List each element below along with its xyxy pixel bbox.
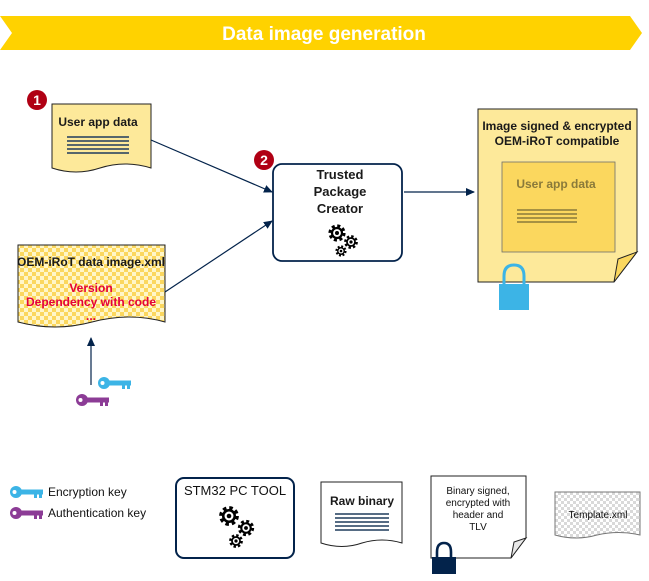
user-data-to-tpc-arrow (150, 139, 273, 193)
step-badge-2: 2 (254, 150, 274, 170)
legend-pc-tool: STM32 PC TOOL (175, 477, 295, 559)
xml-version-text: Version (69, 281, 112, 295)
legend-raw-binary-label: Raw binary (330, 494, 394, 508)
output-inner-label: User app data (516, 177, 596, 191)
key-icon (10, 507, 43, 519)
legend-signed-line-3: header and (453, 510, 504, 521)
xml-dependency-text: Dependency with code (26, 295, 156, 309)
legend-encryption-key: Encryption key (10, 485, 127, 499)
legend-template: Template.xml (554, 491, 641, 539)
legend-signed-line-4: TLV (469, 522, 487, 533)
text-lines-icon (67, 136, 129, 154)
lock-icon (432, 541, 456, 574)
page-curl (510, 537, 528, 559)
legend-signed-line-2: encrypted with (446, 498, 510, 509)
output-title-line-1: Image signed & encrypted (482, 119, 631, 133)
banner-title: Data image generation (222, 24, 426, 45)
trusted-package-creator-box: Trusted Package Creator (272, 163, 403, 262)
lock-icon (499, 263, 529, 310)
oem-irot-xml-document: OEM-iRoT data image.xml Version Dependen… (17, 244, 166, 328)
xml-ellipsis-text: ... (86, 309, 96, 323)
signed-image-document: Image signed & encrypted OEM-iRoT compat… (477, 108, 639, 310)
legend-pc-tool-label: STM32 PC TOOL (184, 483, 286, 498)
step-badge-2-number: 2 (260, 152, 268, 168)
legend-authentication-key: Authentication key (10, 506, 146, 520)
legend-template-label: Template.xml (569, 510, 628, 521)
tpc-line-1: Trusted (317, 167, 364, 182)
output-title-line-2: OEM-iRoT compatible (495, 134, 620, 148)
user-app-data-label: User app data (58, 115, 138, 129)
page-curl (613, 250, 639, 283)
legend-binary-signed: Binary signed, encrypted with header and… (430, 475, 528, 574)
encrypted-inner-block (501, 161, 616, 253)
text-lines-icon (335, 513, 389, 531)
tpc-line-2: Package (314, 184, 367, 199)
xml-document-title: OEM-iRoT data image.xml (17, 255, 165, 269)
key-icon (10, 486, 43, 498)
key-icon (76, 394, 109, 406)
title-banner: Data image generation (0, 16, 642, 50)
key-icon (98, 377, 131, 389)
text-lines-icon (517, 209, 577, 223)
legend-encryption-key-label: Encryption key (48, 485, 127, 499)
legend-authentication-key-label: Authentication key (48, 506, 146, 520)
tpc-line-3: Creator (317, 201, 363, 216)
step-badge-1: 1 (27, 90, 47, 110)
step-badge-1-number: 1 (33, 92, 41, 108)
legend-raw-binary: Raw binary (320, 481, 403, 547)
user-app-data-document: User app data (51, 103, 152, 173)
legend-signed-line-1: Binary signed, (446, 486, 509, 497)
xml-to-tpc-arrow (164, 220, 273, 293)
